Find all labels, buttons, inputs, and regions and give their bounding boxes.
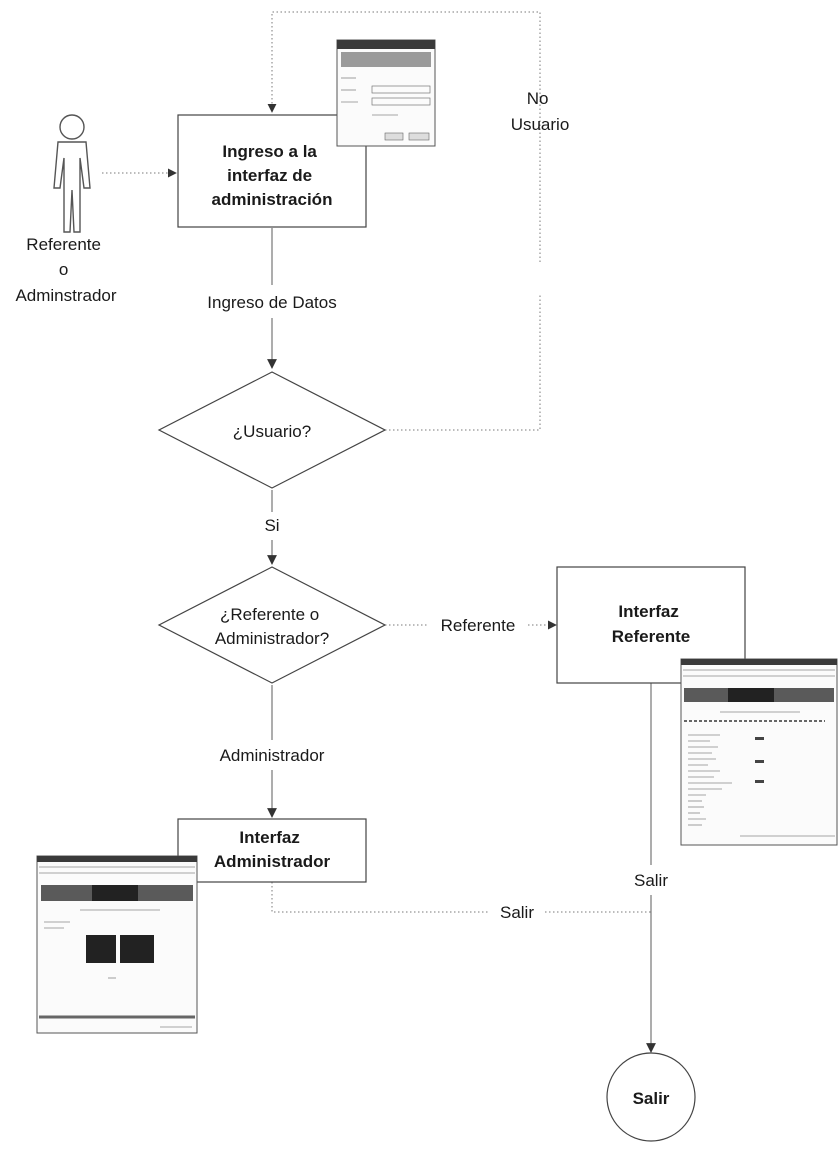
no-user-loop-top-connector	[267, 11, 541, 262]
no-user-label: No Usuario	[511, 89, 570, 134]
salir-admin-label: Salir	[500, 903, 534, 922]
actor-stick-figure	[53, 114, 91, 233]
admin-interface-screenshot	[36, 855, 198, 1034]
user-decision-node	[157, 371, 387, 489]
admin-interface-node	[177, 818, 367, 883]
login-node-label: Ingreso a la interfaz de administración	[212, 142, 333, 209]
role-decision-node	[157, 566, 387, 684]
administrador-edge-label: Administrador	[220, 746, 325, 765]
actor-label: Referente o Adminstrador	[15, 235, 116, 305]
referente-edge-label: Referente	[441, 616, 516, 635]
admin-interface-label: Interfaz Administrador	[214, 828, 331, 871]
yes-label: Si	[264, 516, 279, 535]
admin-to-exit-connector-a	[271, 882, 490, 913]
exit-node-label: Salir	[633, 1089, 670, 1108]
referente-interface-label: Interfaz Referente	[612, 602, 690, 646]
referente-interface-screenshot	[680, 658, 838, 846]
login-node	[177, 114, 367, 228]
user-decision-label: ¿Usuario?	[233, 422, 311, 441]
login-dialog-screenshot	[336, 39, 436, 147]
exit-node	[606, 1052, 696, 1142]
salir-referente-label: Salir	[634, 871, 668, 890]
no-user-loop-connector	[385, 295, 541, 431]
role-decision-label: ¿Referente o Administrador?	[215, 605, 329, 648]
data-entry-label: Ingreso de Datos	[207, 293, 336, 312]
